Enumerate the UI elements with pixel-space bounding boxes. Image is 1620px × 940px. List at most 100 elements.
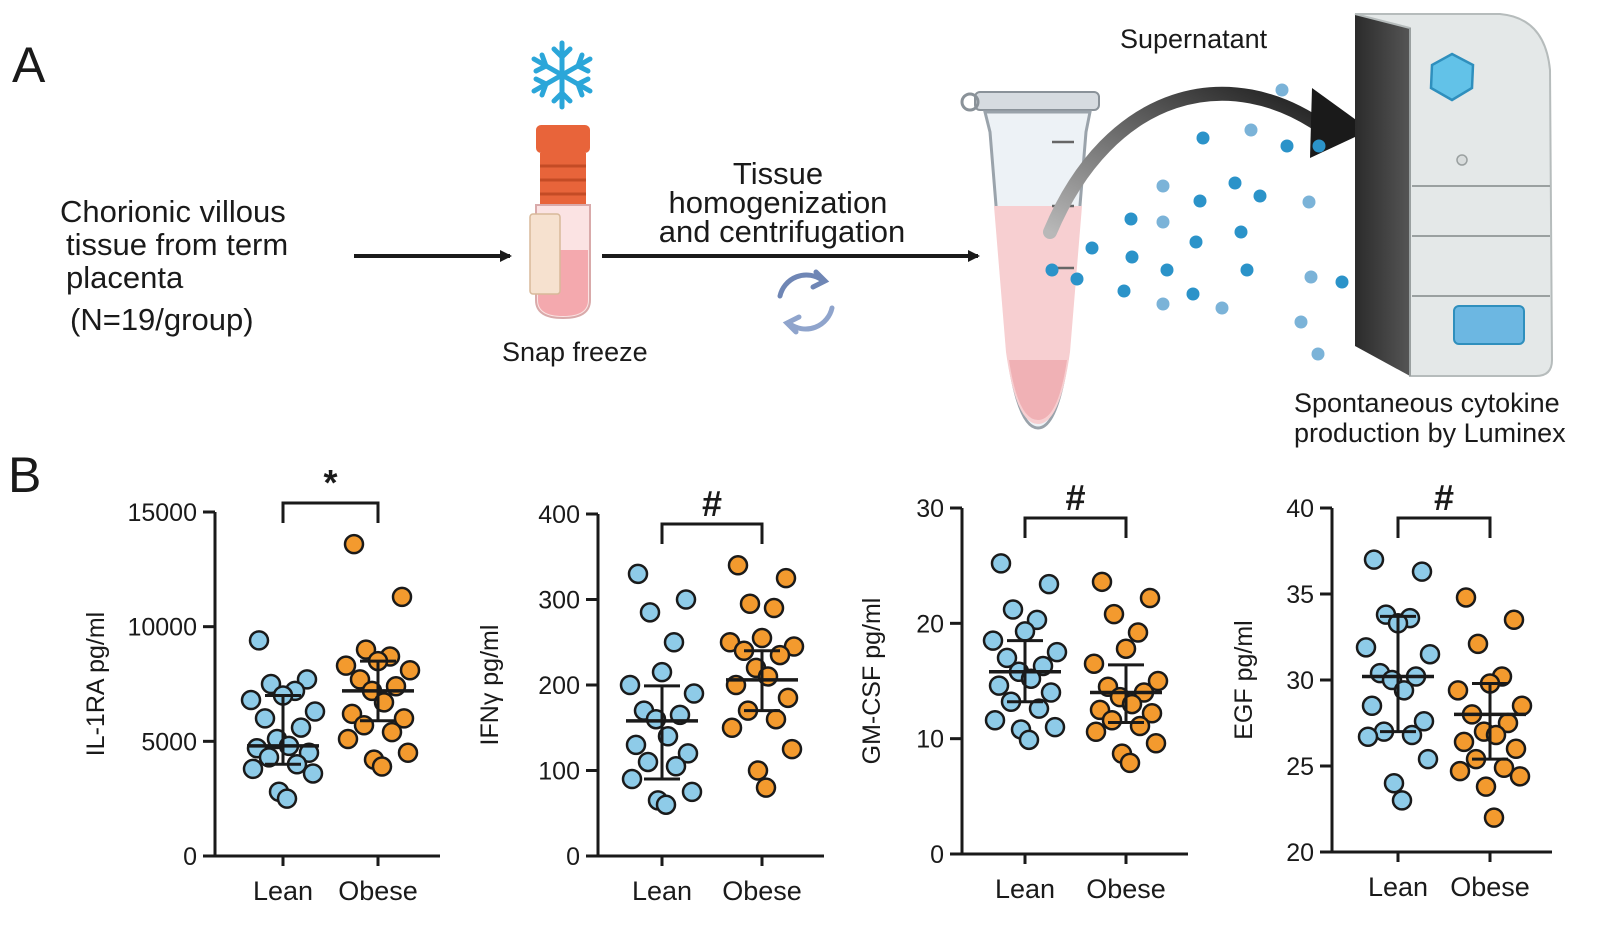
supernatant-curve-arrow bbox=[1043, 86, 1333, 239]
data-point-lean bbox=[302, 763, 324, 784]
data-point-lean bbox=[1401, 724, 1423, 746]
significance-bracket bbox=[660, 522, 764, 544]
data-point-lean bbox=[677, 743, 699, 764]
data-point-obese bbox=[335, 655, 357, 676]
data-point-lean bbox=[254, 708, 276, 729]
data-point-obese bbox=[1509, 766, 1531, 787]
data-point-obese bbox=[1083, 653, 1105, 674]
luminex-analyzer-icon bbox=[1354, 13, 1554, 377]
data-point-lean bbox=[655, 794, 677, 815]
process-line-2: homogenization bbox=[669, 185, 888, 220]
data-point-obese bbox=[1091, 571, 1113, 593]
data-point-obese bbox=[1505, 738, 1527, 760]
data-point-obese bbox=[397, 742, 419, 764]
data-point-lean bbox=[1355, 637, 1377, 658]
significance-marker: * bbox=[323, 462, 337, 503]
data-point-lean bbox=[1002, 599, 1024, 620]
y-axis-title: GM-CSF pg/ml bbox=[858, 598, 886, 765]
significance-marker: # bbox=[1065, 477, 1085, 518]
y-tick-label: 10 bbox=[916, 726, 944, 754]
data-point-lean bbox=[621, 768, 643, 790]
data-point-obese bbox=[1449, 760, 1471, 782]
data-point-lean bbox=[1363, 549, 1385, 570]
y-axis-title: EGF pg/ml bbox=[1230, 620, 1258, 739]
data-point-lean bbox=[637, 751, 659, 773]
data-point-obese bbox=[399, 659, 421, 681]
y-tick-label: 200 bbox=[538, 672, 580, 700]
particle-dots bbox=[1045, 83, 1349, 361]
panel-a-letter: A bbox=[12, 37, 46, 93]
data-point-lean bbox=[1413, 711, 1435, 732]
data-point-obese bbox=[1453, 731, 1475, 753]
data-point-obese bbox=[1141, 703, 1163, 724]
data-point-lean bbox=[1383, 772, 1405, 794]
data-point-obese bbox=[1467, 633, 1489, 655]
data-point-obese bbox=[751, 627, 773, 649]
y-tick-label: 5000 bbox=[141, 728, 197, 756]
data-point-lean bbox=[248, 630, 270, 651]
source-line-1: Chorionic villous bbox=[60, 194, 286, 229]
data-point-obese bbox=[1139, 587, 1161, 609]
data-point-lean bbox=[984, 709, 1006, 731]
source-line-3: placenta bbox=[66, 260, 184, 295]
data-point-obese bbox=[1455, 587, 1477, 608]
data-point-lean bbox=[996, 647, 1018, 669]
data-point-obese bbox=[343, 533, 365, 555]
category-label-lean: Lean bbox=[995, 874, 1055, 904]
y-tick-label: 400 bbox=[538, 501, 580, 529]
data-point-obese bbox=[747, 760, 769, 781]
data-point-obese bbox=[769, 644, 791, 666]
data-point-obese bbox=[1503, 609, 1525, 631]
data-point-obese bbox=[755, 777, 777, 798]
data-point-obese bbox=[391, 586, 413, 608]
data-point-lean bbox=[665, 755, 687, 777]
data-point-obese bbox=[721, 717, 743, 738]
panel-b-letter: B bbox=[8, 447, 41, 503]
data-point-lean bbox=[681, 781, 703, 803]
data-point-lean bbox=[1040, 682, 1062, 703]
process-line-3: and centrifugation bbox=[659, 214, 905, 249]
data-point-obese bbox=[1145, 733, 1167, 754]
data-point-obese bbox=[1147, 670, 1169, 692]
data-point-lean bbox=[1014, 621, 1036, 642]
process-line-1: Tissue bbox=[733, 156, 823, 191]
assay-line-1: Spontaneous cytokine bbox=[1294, 388, 1560, 418]
data-point-lean bbox=[1038, 573, 1060, 595]
significance-bracket bbox=[1023, 516, 1128, 538]
source-line-2: tissue from term bbox=[66, 227, 288, 262]
y-axis-title: IL-1RA pg/ml bbox=[82, 612, 110, 757]
data-point-lean bbox=[1044, 716, 1066, 738]
data-point-lean bbox=[290, 717, 312, 738]
data-point-obese bbox=[739, 593, 761, 615]
y-tick-label: 0 bbox=[183, 843, 197, 871]
category-label-obese: Obese bbox=[722, 876, 802, 906]
data-point-obese bbox=[1483, 807, 1505, 828]
data-point-lean bbox=[1417, 748, 1439, 770]
data-point-lean bbox=[675, 589, 697, 610]
snowflake-icon bbox=[531, 40, 593, 110]
data-point-obese bbox=[393, 708, 415, 729]
data-point-lean bbox=[258, 747, 280, 768]
data-point-obese bbox=[1119, 752, 1141, 774]
microcentrifuge-tube-icon bbox=[960, 91, 1100, 430]
refresh-cycle-icon bbox=[777, 269, 835, 335]
y-axis-title: IFNγ pg/ml bbox=[476, 625, 504, 746]
significance-marker: # bbox=[1434, 477, 1454, 518]
y-tick-label: 20 bbox=[1286, 839, 1314, 867]
supernatant-arrowhead bbox=[1310, 88, 1370, 158]
data-point-lean bbox=[683, 683, 705, 704]
data-point-lean bbox=[625, 734, 647, 756]
data-point-obese bbox=[1511, 695, 1533, 717]
category-label-obese: Obese bbox=[1086, 874, 1166, 904]
data-point-lean bbox=[1391, 790, 1413, 811]
data-point-lean bbox=[242, 758, 264, 780]
data-point-obese bbox=[781, 738, 803, 760]
data-point-lean bbox=[276, 788, 298, 809]
category-label-obese: Obese bbox=[338, 876, 418, 906]
data-point-obese bbox=[337, 728, 359, 750]
category-label-lean: Lean bbox=[632, 876, 692, 906]
snap-freeze-label: Snap freeze bbox=[502, 337, 648, 367]
data-point-lean bbox=[990, 553, 1012, 574]
